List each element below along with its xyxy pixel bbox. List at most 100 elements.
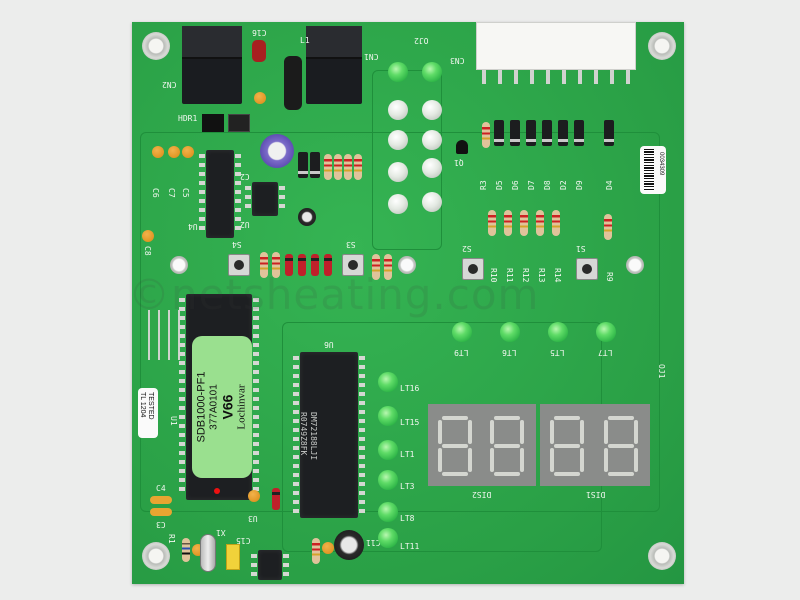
label-r14: R14 xyxy=(553,268,562,283)
connector-cn3-pins xyxy=(482,70,632,84)
diode-d5 xyxy=(494,120,504,146)
digit xyxy=(604,416,638,478)
label-c16: C16 xyxy=(252,28,267,37)
label-x1: X1 xyxy=(216,528,226,537)
label-u1: U1 xyxy=(169,416,178,426)
label-lt5: LT5 xyxy=(550,348,565,357)
resistor-r10 xyxy=(488,210,496,236)
label-c5: C5 xyxy=(181,188,190,198)
button-s1[interactable] xyxy=(576,258,598,280)
led-lt7 xyxy=(596,322,616,342)
display-dis1 xyxy=(540,404,650,486)
label-d2: D2 xyxy=(559,180,568,190)
capacitor-c2 xyxy=(260,134,294,168)
capacitor-c10 xyxy=(322,542,334,554)
led-lt15 xyxy=(378,406,398,426)
capacitor-c3 xyxy=(150,508,172,516)
diode-d14 xyxy=(272,488,280,510)
capacitor-c11 xyxy=(334,530,364,560)
crystal-x1 xyxy=(200,534,216,572)
label-lt1: LT1 xyxy=(400,450,415,459)
barcode-sticker: 0034309 xyxy=(640,146,666,194)
resistor-r13 xyxy=(536,210,544,236)
led-lt14 xyxy=(388,162,408,182)
diode-d4 xyxy=(604,120,614,146)
ic-u5 xyxy=(251,550,289,580)
capacitor-c5 xyxy=(182,146,194,158)
capacitor-c14 xyxy=(248,490,260,502)
led-lt13 xyxy=(422,62,442,82)
led-lt3 xyxy=(378,470,398,490)
capacitor-c4 xyxy=(150,496,172,504)
header-hdr1 xyxy=(202,114,224,132)
ic-u4 xyxy=(199,150,241,238)
label-d5: D5 xyxy=(495,180,504,190)
led-lt5 xyxy=(548,322,568,342)
capacitor-c16 xyxy=(252,40,266,62)
label-r3: R3 xyxy=(479,180,488,190)
label-oj2: OJ2 xyxy=(414,36,429,45)
display-dis2 xyxy=(428,404,536,486)
capacitor-c7 xyxy=(168,146,180,158)
diode-d3 xyxy=(298,152,308,178)
diode-d13 xyxy=(324,254,332,276)
led-lt8 xyxy=(378,502,398,522)
button-s3[interactable] xyxy=(342,254,364,276)
label-hdr1: HDR1 xyxy=(178,114,198,123)
capacitor-c8 xyxy=(142,230,154,242)
led-lt11 xyxy=(378,528,398,548)
digit xyxy=(550,416,584,478)
header-hdr1-pins xyxy=(228,114,250,132)
mounting-hole xyxy=(170,256,188,274)
resistor-r5 xyxy=(372,254,380,280)
label-dis2: DIS2 xyxy=(472,490,492,499)
label-lt15: LT15 xyxy=(400,418,420,427)
watermark: ©netsheating.com xyxy=(128,270,540,319)
label-c2: C2 xyxy=(240,172,250,181)
label-lt3: LT3 xyxy=(400,482,415,491)
resistor-r16 xyxy=(354,154,362,180)
barcode xyxy=(644,149,654,191)
label-cn1: CN1 xyxy=(364,52,379,61)
label-u4: U4 xyxy=(188,222,198,231)
mounting-hole xyxy=(648,542,676,570)
label-c7: C7 xyxy=(167,188,176,198)
button-s2[interactable] xyxy=(462,258,484,280)
label-oj1: OJ1 xyxy=(657,364,666,379)
led-lt1 xyxy=(378,440,398,460)
label-s3: S3 xyxy=(346,240,356,249)
label-d6: D6 xyxy=(511,180,520,190)
diode-d6 xyxy=(510,120,520,146)
led-lt6 xyxy=(500,322,520,342)
ic-u2 xyxy=(245,182,285,216)
label-c8: C8 xyxy=(143,246,152,256)
label-lt6: LT6 xyxy=(502,348,517,357)
resistor-r14 xyxy=(552,210,560,236)
resistor-r1 xyxy=(182,538,190,562)
barcode-text: 0034309 xyxy=(658,152,664,176)
diode-d11 xyxy=(298,254,306,276)
led-lt16 xyxy=(378,372,398,392)
label-u2: U2 xyxy=(240,220,250,229)
u6-marking: DM72188LJI R0749Z8FK xyxy=(299,412,318,461)
diode-d2 xyxy=(558,120,568,146)
label-d8: D8 xyxy=(543,180,552,190)
led-lt18 xyxy=(388,194,408,214)
label-lt8: LT8 xyxy=(400,514,415,523)
led-lt17 xyxy=(388,130,408,150)
label-cn3: CN3 xyxy=(450,56,465,65)
resistor-r4 xyxy=(272,252,280,278)
digit xyxy=(490,416,524,478)
resistor-r3 xyxy=(482,122,490,148)
label-u3: U3 xyxy=(248,514,258,523)
mounting-hole xyxy=(142,542,170,570)
resistor-r6 xyxy=(384,254,392,280)
diode-d9 xyxy=(574,120,584,146)
connector-cn3 xyxy=(476,22,636,70)
label-r1: R1 xyxy=(167,534,176,544)
label-d4: D4 xyxy=(605,180,614,190)
label-l1: L1 xyxy=(300,36,310,45)
resistor-r8 xyxy=(334,154,342,180)
button-s4[interactable] xyxy=(228,254,250,276)
